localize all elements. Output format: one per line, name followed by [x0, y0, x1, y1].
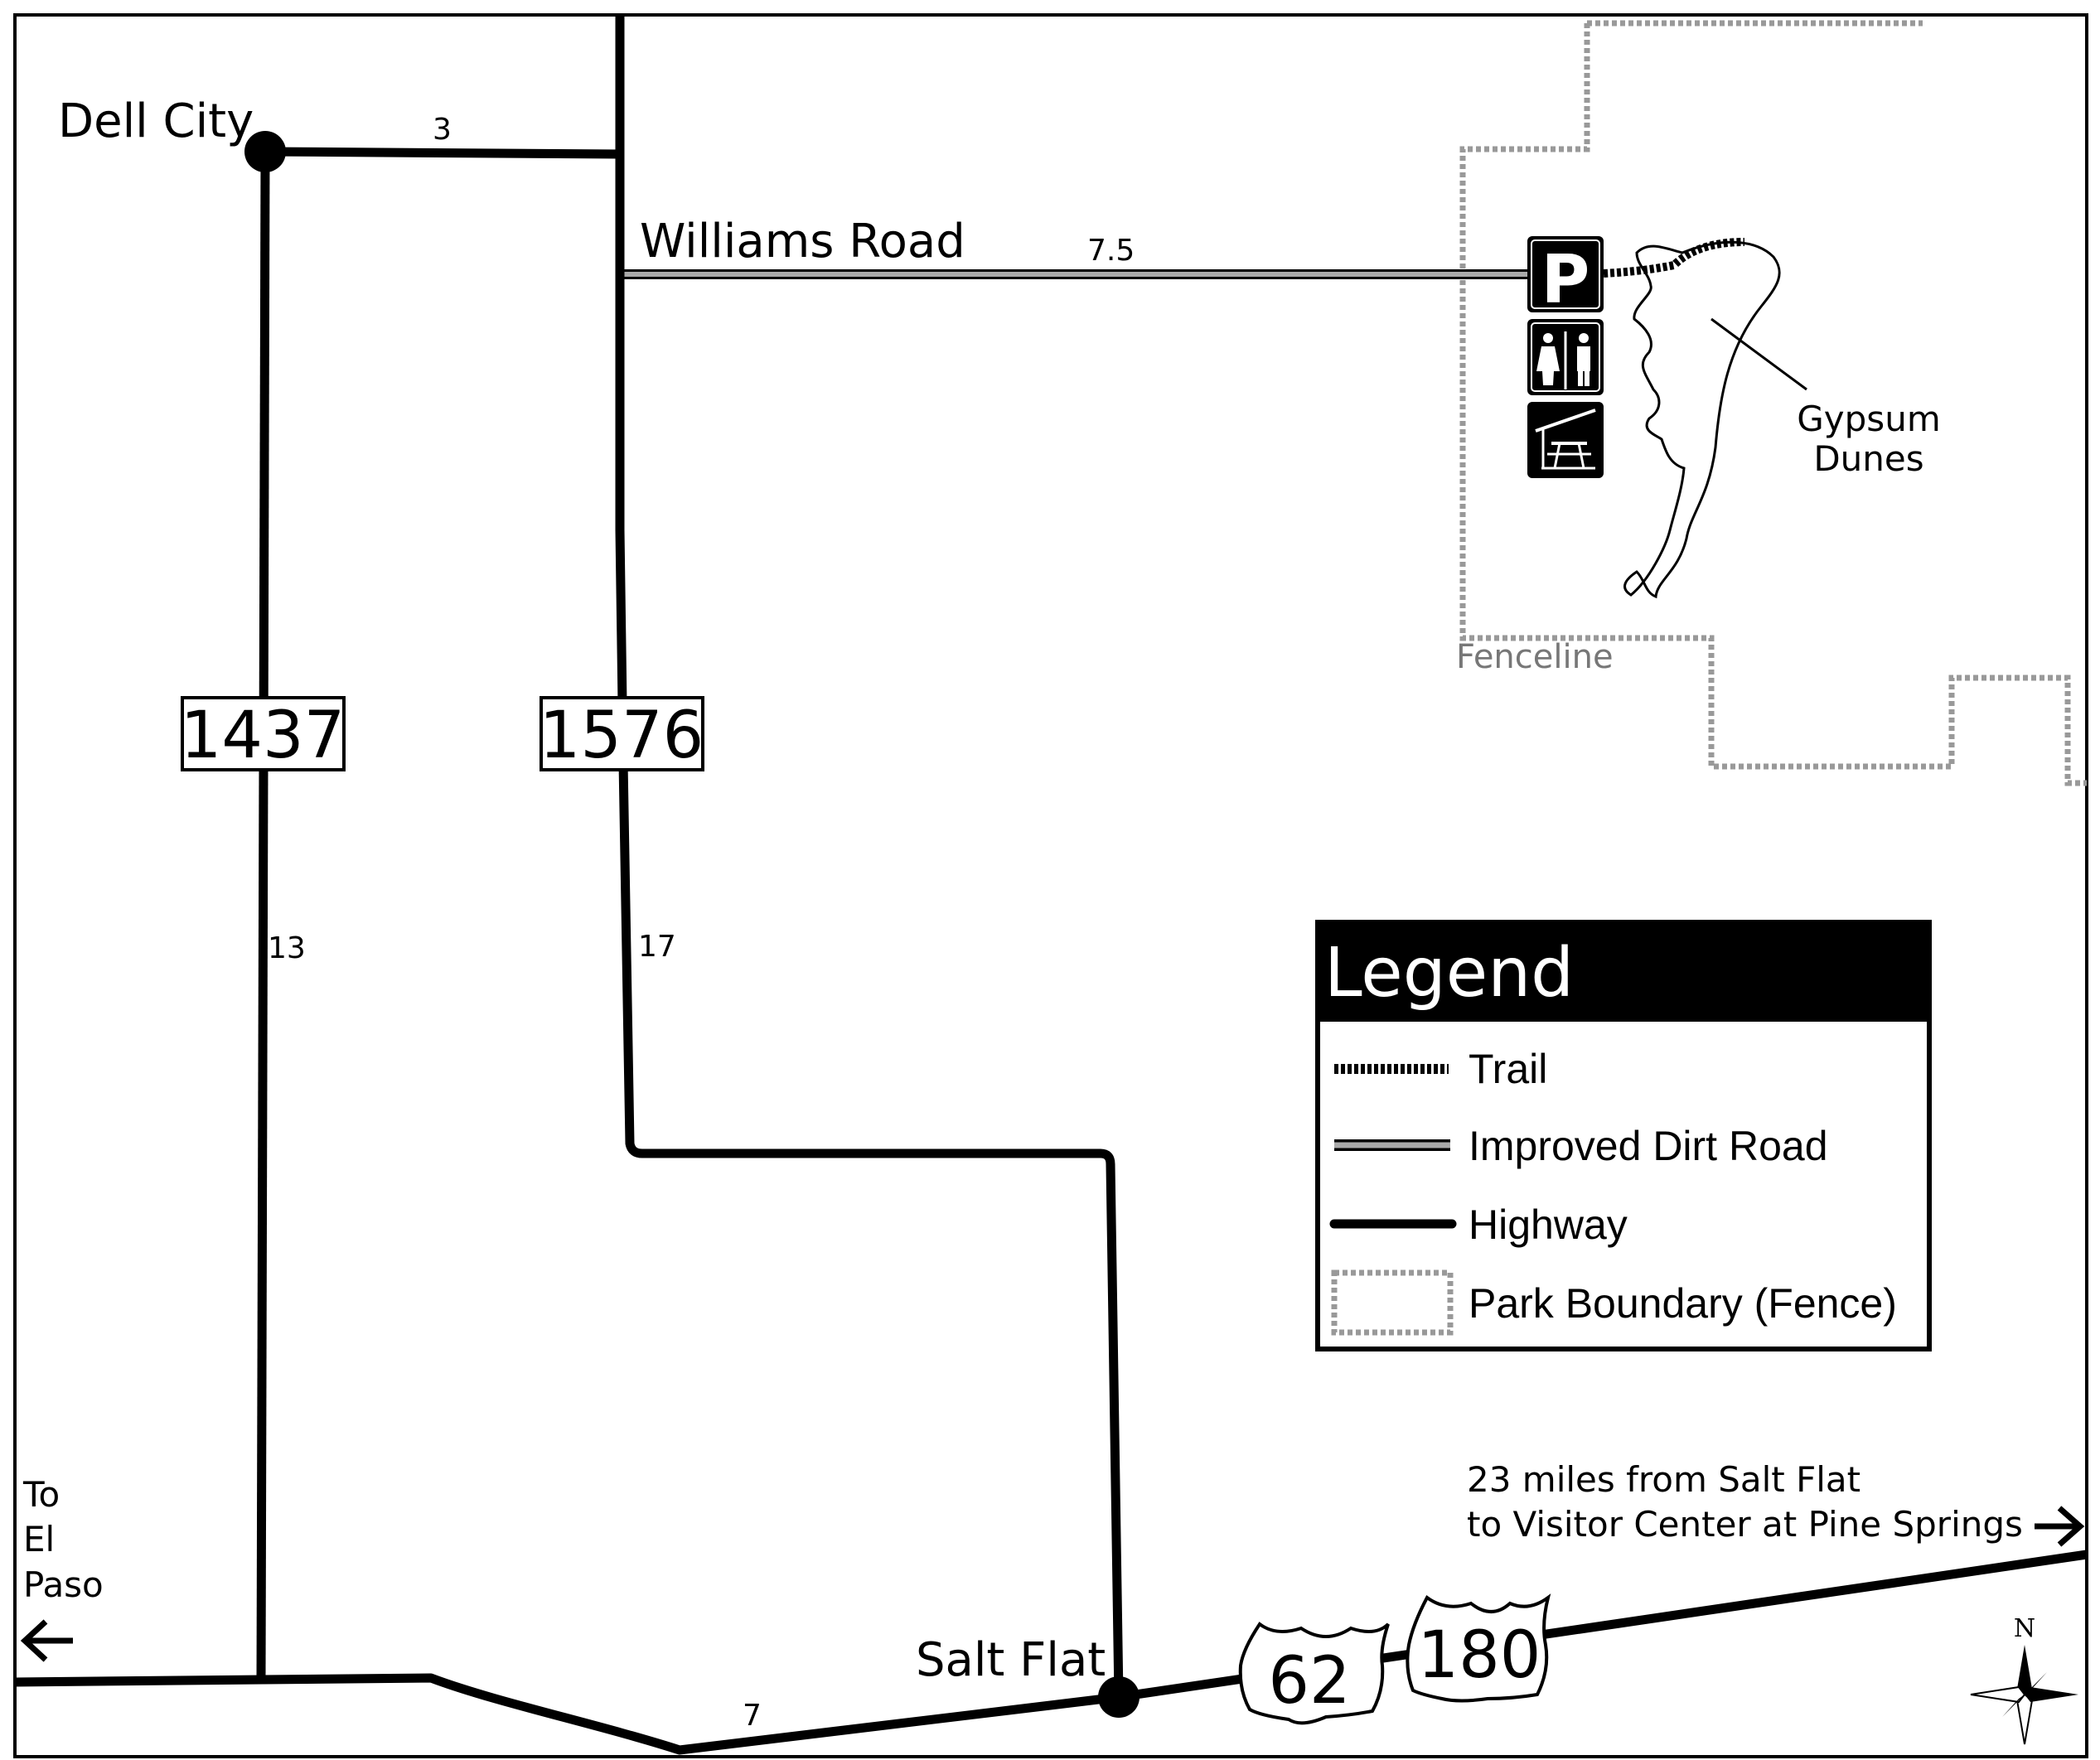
to-el-paso-label-1: To: [22, 1474, 60, 1515]
pine-springs-note-line-2: to Visitor Center at Pine Springs: [1467, 1504, 2023, 1545]
route-1437-label: 1437: [181, 699, 346, 773]
gypsum-dunes-outline: [1623, 240, 1781, 599]
restroom-icon: [1527, 319, 1604, 395]
highway-1576-line: [615, 15, 1124, 1698]
highway-1437-line: [256, 151, 270, 1680]
distance-salt-flat-west: 7: [743, 1699, 762, 1733]
dell-city-spur-line: [264, 147, 621, 159]
us-180-label: 180: [1418, 1618, 1541, 1693]
legend-fence-label: Park Boundary (Fence): [1469, 1280, 1897, 1327]
us-180-shield: 180: [1406, 1593, 1551, 1703]
legend-header: [1318, 922, 1929, 1022]
route-1437-shield: 1437: [181, 696, 346, 773]
to-el-paso-label-2: El: [23, 1519, 55, 1559]
park-boundary-fence: [1459, 23, 2087, 786]
arrow-left-icon: [20, 1619, 73, 1662]
dell-city-marker: [244, 131, 286, 172]
dell-city-label: Dell City: [58, 94, 254, 148]
arrow-right-icon: [2035, 1506, 2085, 1547]
compass-north-label: N: [2014, 1614, 2035, 1643]
legend-box: Legend Trail Improved Dirt Road Highway …: [1315, 920, 1932, 1351]
distance-dell-city-spur: 3: [433, 113, 452, 147]
to-el-paso-label-3: Paso: [23, 1564, 104, 1605]
parking-icon: P: [1527, 236, 1604, 318]
us-62-label: 62: [1268, 1644, 1350, 1719]
pine-springs-note-line-1: 23 miles from Salt Flat: [1467, 1459, 1860, 1500]
distance-williams-road: 7.5: [1087, 234, 1135, 268]
distance-1437: 13: [268, 931, 306, 965]
compass-rose-icon: N: [1970, 1614, 2078, 1745]
highway-us62-line: [14, 1550, 2088, 1755]
route-1576-label: 1576: [540, 699, 704, 773]
trail-line: [1603, 238, 1745, 278]
us-62-shield: 62: [1238, 1622, 1390, 1725]
gypsum-dunes-label-2: Dunes: [1813, 438, 1923, 479]
legend-highway-label: Highway: [1469, 1202, 1628, 1248]
fenceline-label: Fenceline: [1456, 638, 1614, 676]
legend-trail-label: Trail: [1469, 1046, 1547, 1092]
gypsum-dunes-label-1: Gypsum: [1797, 399, 1940, 439]
distance-1576: 17: [638, 930, 676, 964]
route-1576-shield: 1576: [540, 696, 704, 773]
parking-letter: P: [1541, 241, 1590, 318]
salt-flat-marker: [1098, 1676, 1140, 1718]
legend-fence-symbol: [1331, 1269, 1454, 1336]
legend-dirt-road-label: Improved Dirt Road: [1469, 1123, 1828, 1169]
gypsum-dunes-leader: [1710, 317, 1807, 391]
legend-title: Legend: [1324, 934, 1574, 1013]
williams-road-label: Williams Road: [640, 215, 965, 268]
salt-flat-label: Salt Flat: [916, 1633, 1106, 1687]
picnic-shelter-icon: [1527, 402, 1604, 478]
